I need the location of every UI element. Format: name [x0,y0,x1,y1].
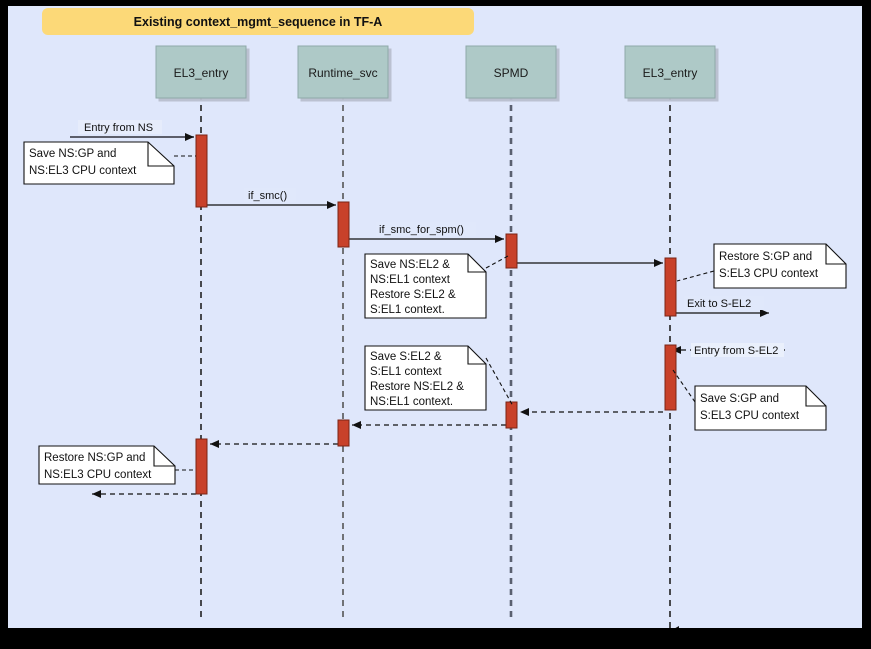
note-save-ns-gp: Save NS:GP and NS:EL3 CPU context [23,141,175,185]
activation-bar[interactable] [195,438,208,495]
activation-bar[interactable] [505,401,518,429]
note-line: Restore NS:GP and [44,452,145,464]
message-label: if_smc() [248,190,287,202]
note-restore-ns-gp: Restore NS:GP and NS:EL3 CPU context [38,445,176,485]
note-line: NS:EL1 context. [370,396,453,408]
participant-label: Runtime_svc [308,66,377,80]
note-line: Save S:GP and [700,393,779,405]
sequence-diagram-svg: Existing context_mgmt_sequence in TF-A E… [23,8,847,628]
diagram-title-bar: Existing context_mgmt_sequence in TF-A [42,8,474,35]
participant-label: EL3_entry [643,66,698,80]
note-line: Restore S:GP and [719,251,812,263]
note-line: S:EL1 context. [370,304,445,316]
note-line: NS:EL3 CPU context [29,165,137,177]
note-line: S:EL3 CPU context [700,410,800,422]
note-save-ns-el2: Save NS:EL2 & NS:EL1 context Restore S:E… [364,253,487,319]
note-save-s-gp: Save S:GP and S:EL3 CPU context [694,385,827,431]
activation-bar[interactable] [664,344,677,411]
participant-label: SPMD [494,66,529,80]
participant-el3-entry-2[interactable]: EL3_entry [624,45,716,99]
activation-bar[interactable] [505,233,518,269]
participant-el3-entry-1[interactable]: EL3_entry [155,45,247,99]
participant-label: EL3_entry [174,66,229,80]
activation-bar[interactable] [195,134,208,208]
note-line: NS:EL1 context [370,274,451,286]
message-if-smc-for-spm[interactable]: if_smc_for_spm() [349,222,504,243]
note-line: Restore S:EL2 & [370,289,456,301]
note-line: Restore NS:EL2 & [370,381,464,393]
note-connectors [174,155,715,471]
diagram-canvas: Existing context_mgmt_sequence in TF-A E… [8,6,862,628]
note-line: S:EL3 CPU context [719,268,819,280]
participant-spmd[interactable]: SPMD [465,45,557,99]
message-exit-to-s-el2[interactable]: Exit to S-EL2 [676,296,769,317]
message-entry-from-s-el2[interactable]: Entry from S-EL2 [672,343,785,357]
message-label: if_smc_for_spm() [379,224,464,236]
message-if-smc[interactable]: if_smc() [207,188,336,209]
note-line: Save S:EL2 & [370,351,442,363]
note-line: S:EL1 context [370,366,442,378]
message-entry-from-ns[interactable]: Entry from NS [70,120,194,141]
message-label: Entry from NS [84,122,153,134]
message-label: Entry from S-EL2 [694,345,778,357]
note-line: Save NS:EL2 & [370,259,450,271]
page-title: Existing context_mgmt_sequence in TF-A [134,15,383,29]
note-line: NS:EL3 CPU context [44,469,152,481]
note-save-s-el2: Save S:EL2 & S:EL1 context Restore NS:EL… [364,345,487,411]
participant-runtime-svc[interactable]: Runtime_svc [297,45,389,99]
note-restore-s-gp: Restore S:GP and S:EL3 CPU context [713,243,847,289]
activations [195,134,677,495]
note-line: Save NS:GP and [29,148,116,160]
activation-bar[interactable] [664,257,677,317]
activation-bar[interactable] [337,201,350,248]
activation-bar[interactable] [337,419,350,447]
message-label: Exit to S-EL2 [687,298,751,310]
